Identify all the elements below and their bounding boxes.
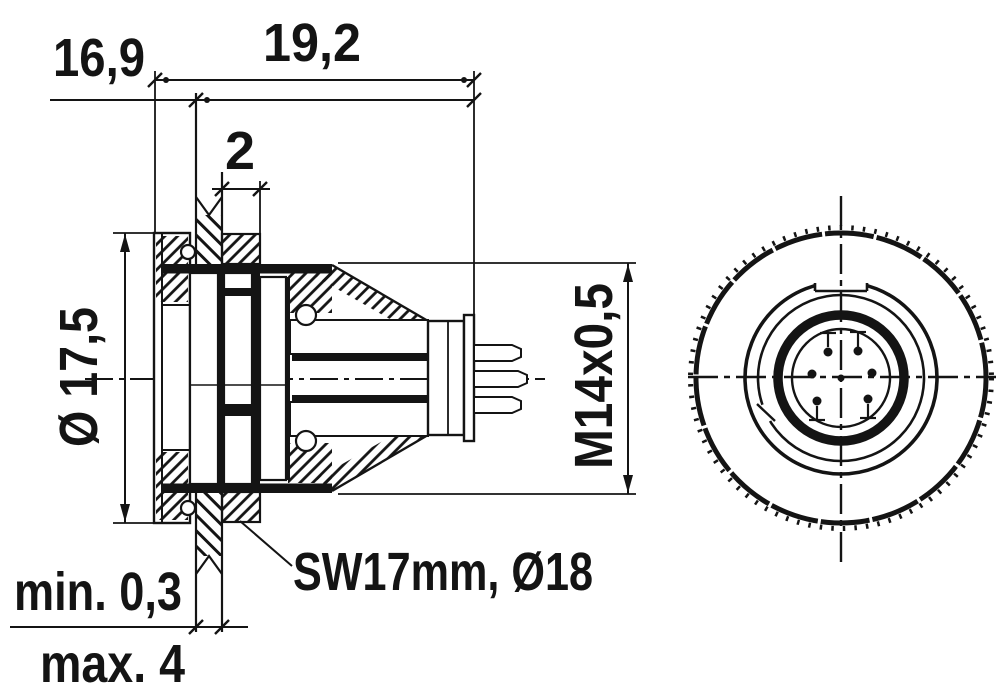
lock-nut — [220, 232, 262, 524]
gasket-ring — [179, 499, 197, 517]
solder-contacts — [473, 344, 528, 414]
dim-label-thread: M14x0,5 — [564, 283, 624, 469]
panel-wall — [194, 93, 224, 632]
o-ring-seal — [294, 429, 318, 453]
o-ring-seal — [294, 303, 318, 327]
label-panel-max: max. 4 — [40, 634, 185, 694]
front-view — [688, 196, 996, 568]
key-notch — [813, 268, 869, 293]
connector-body — [162, 264, 332, 493]
label-panel-min: min. 0,3 — [14, 562, 182, 622]
side-section-view — [10, 71, 636, 635]
gasket-ring — [179, 243, 197, 261]
keyway-gap — [756, 403, 776, 422]
rear-housing — [288, 263, 476, 493]
mounting-flange — [152, 231, 192, 525]
dim-label-nut-thickness: 2 — [225, 121, 255, 181]
dimension-panel-thickness — [10, 619, 248, 635]
wrench-note-leader — [239, 520, 293, 567]
dimension-offset-length — [50, 92, 482, 176]
dimension-thread — [338, 262, 636, 495]
label-wrench-size: SW17mm, Ø18 — [293, 542, 593, 602]
dim-label-total-length: 19,2 — [263, 13, 361, 73]
dimension-flange-diameter — [113, 232, 157, 524]
dim-label-offset-length: 16,9 — [53, 28, 145, 88]
dim-label-flange-diameter: Ø 17,5 — [49, 307, 109, 447]
dimension-total-length — [147, 71, 482, 316]
contact-pins — [807, 330, 877, 422]
